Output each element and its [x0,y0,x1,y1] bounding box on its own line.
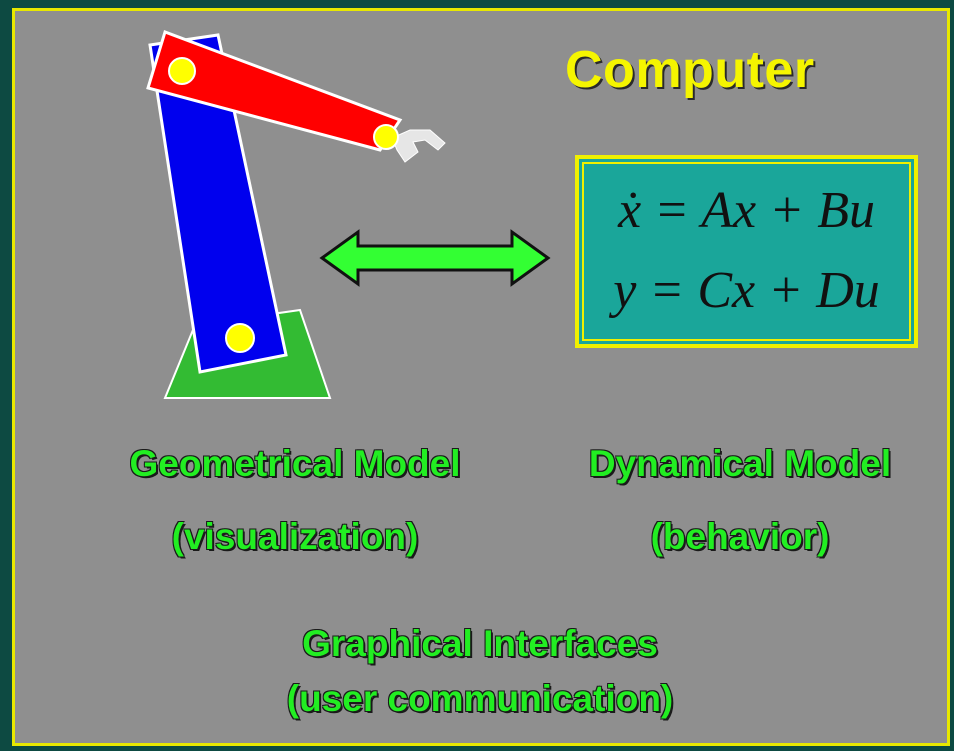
computer-title: Computer [565,41,815,99]
robot-lower-arm [148,33,288,374]
robot-gripper [391,129,446,163]
joint-base [225,323,255,353]
double-arrow-icon [319,229,551,287]
graphical-interfaces-subtitle: (user communication) [286,678,674,719]
joint-top [168,57,196,85]
dynamical-model-subtitle: (behavior) [650,516,830,557]
state-space-equations: ẋ = Ax + Bu y = Cx + Du [575,155,918,348]
robot-upper-arm [146,30,403,152]
graphical-interfaces-label: Graphical Interfaces [302,623,658,664]
state-equation: ẋ = Ax + Bu [618,182,875,239]
geometrical-model-label: Geometrical Model [129,443,461,484]
dynamical-model-label: Dynamical Model [588,443,892,484]
output-equation: y = Cx + Du [613,262,880,319]
joint-wrist [373,124,399,150]
geometrical-model-subtitle: (visualization) [171,516,419,557]
